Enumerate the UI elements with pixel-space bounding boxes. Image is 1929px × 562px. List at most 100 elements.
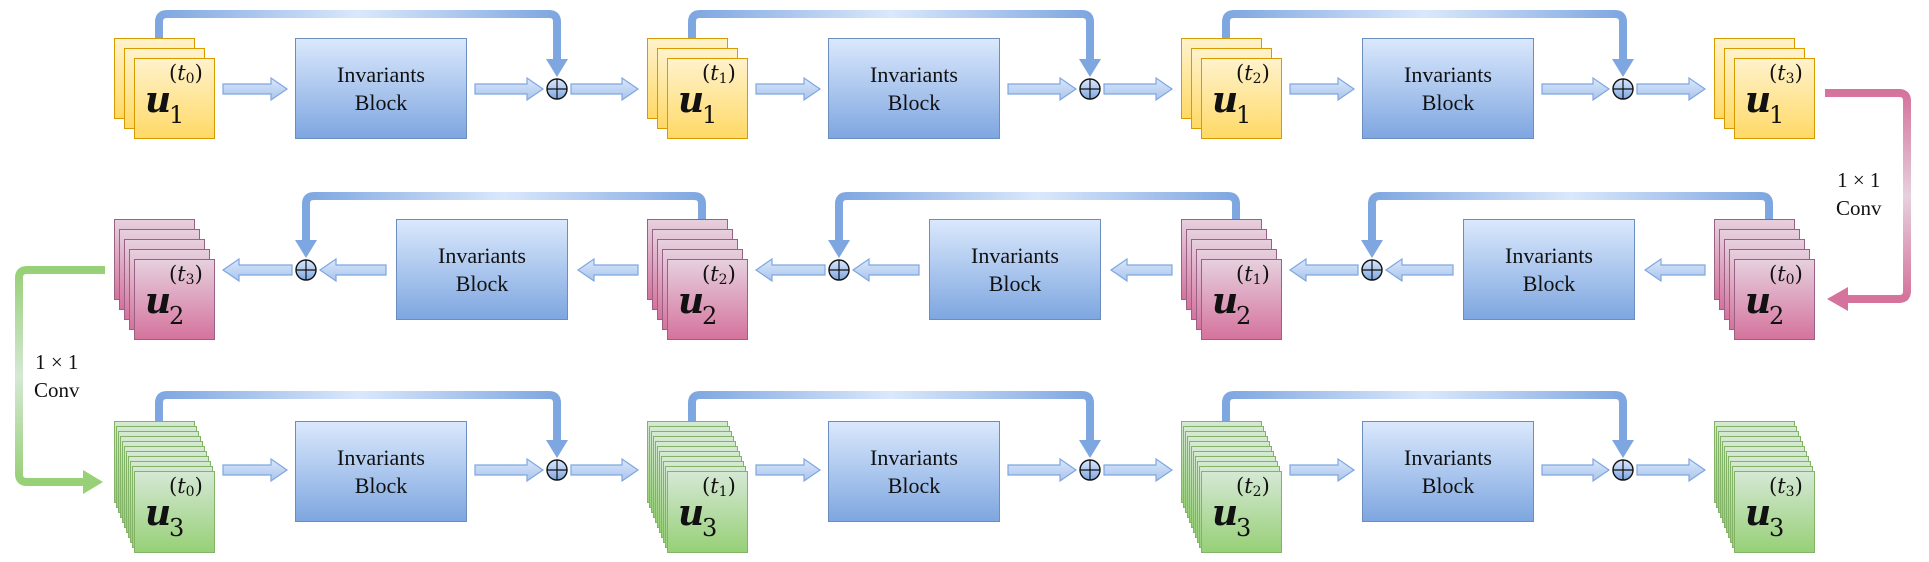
- row-3-skip-connection-1: [688, 391, 1101, 458]
- row-1-arrow-to-block-2: [1289, 76, 1356, 102]
- row-2-skip-connection-0: [295, 192, 706, 258]
- row-1-skip-connection-2: [1222, 10, 1634, 77]
- variable-symbol: u: [145, 79, 172, 121]
- layer-index: 1: [169, 101, 185, 129]
- layer-index: 3: [702, 514, 718, 542]
- layer-index: 2: [1769, 302, 1785, 330]
- variable-symbol: u: [1745, 280, 1772, 322]
- time-step-superscript: (t1): [702, 474, 736, 500]
- row-2-residual-add-1: [828, 259, 850, 281]
- row-2-residual-add-2: [1361, 259, 1383, 281]
- time-step-superscript: (t1): [1236, 262, 1270, 288]
- variable-symbol: u: [678, 280, 705, 322]
- time-step-superscript: (t3): [169, 262, 203, 288]
- time-step-superscript: (t2): [1236, 474, 1270, 500]
- row-2-arrow-to-block-2: [1643, 257, 1706, 283]
- row-3-arrow-to-stack-0: [570, 457, 640, 483]
- row-2-residual-add-0: [295, 259, 317, 281]
- conv-connector-row2-to-row3: [15, 266, 105, 494]
- layer-index: 1: [702, 101, 718, 129]
- row-2-arrow-to-add-2: [1384, 257, 1454, 283]
- layer-index: 2: [702, 302, 718, 330]
- conv-operation: Conv: [1836, 196, 1882, 220]
- row-1-residual-add-1: [1079, 78, 1101, 100]
- layer-index: 3: [169, 514, 185, 542]
- time-step-superscript: (t2): [702, 262, 736, 288]
- variable-symbol: u: [1212, 492, 1239, 534]
- block-label-line: Block: [887, 89, 941, 115]
- block-label-line: Invariants: [337, 61, 425, 87]
- row-3-arrow-to-add-2: [1541, 457, 1611, 483]
- row-1-arrow-to-stack-2: [1636, 76, 1707, 102]
- time-step-superscript: (t2): [1236, 61, 1270, 87]
- row-3-residual-add-0: [546, 459, 568, 481]
- variable-symbol: u: [1212, 79, 1239, 121]
- block-label-line: Invariants: [1404, 61, 1492, 87]
- row-1-residual-add-0: [546, 78, 568, 100]
- row-3-skip-connection-0: [155, 391, 568, 458]
- block-label-line: Block: [1522, 270, 1576, 296]
- row-1-arrow-to-add-2: [1541, 76, 1611, 102]
- time-step-superscript: (t1): [702, 61, 736, 87]
- row-1-skip-connection-1: [688, 10, 1101, 77]
- block-label-line: Invariants: [438, 242, 526, 268]
- variable-symbol: u: [678, 492, 705, 534]
- row-1-arrow-to-block-0: [222, 76, 289, 102]
- layer-index: 2: [1236, 302, 1252, 330]
- row-2-arrow-to-add-1: [851, 257, 920, 283]
- row-1-skip-connection-0: [155, 10, 568, 77]
- block-label-line: Block: [1421, 89, 1475, 115]
- row-1-residual-add-2: [1612, 78, 1634, 100]
- conv-connector-row1-to-row2: [1825, 89, 1911, 311]
- row-1-arrow-to-stack-0: [570, 76, 640, 102]
- row-3-arrow-to-stack-2: [1636, 457, 1707, 483]
- block-label-line: Block: [988, 270, 1042, 296]
- variable-symbol: u: [678, 79, 705, 121]
- row-2-arrow-to-block-0: [576, 257, 639, 283]
- block-label-line: Invariants: [870, 444, 958, 470]
- conv-kernel-size: 1 × 1: [1837, 168, 1881, 192]
- layer-index: 3: [1769, 514, 1785, 542]
- block-label-line: Invariants: [971, 242, 1059, 268]
- layer-index: 1: [1236, 101, 1252, 129]
- row-3-arrow-to-block-0: [222, 457, 289, 483]
- layer-index: 3: [1236, 514, 1252, 542]
- block-label-line: Block: [887, 472, 941, 498]
- time-step-superscript: (t0): [1769, 262, 1803, 288]
- block-label-line: Block: [455, 270, 509, 296]
- block-label-line: Invariants: [1505, 242, 1593, 268]
- row-2-arrow-to-stack-2: [1288, 257, 1359, 283]
- row-3-residual-add-1: [1079, 459, 1101, 481]
- variable-symbol: u: [1745, 79, 1772, 121]
